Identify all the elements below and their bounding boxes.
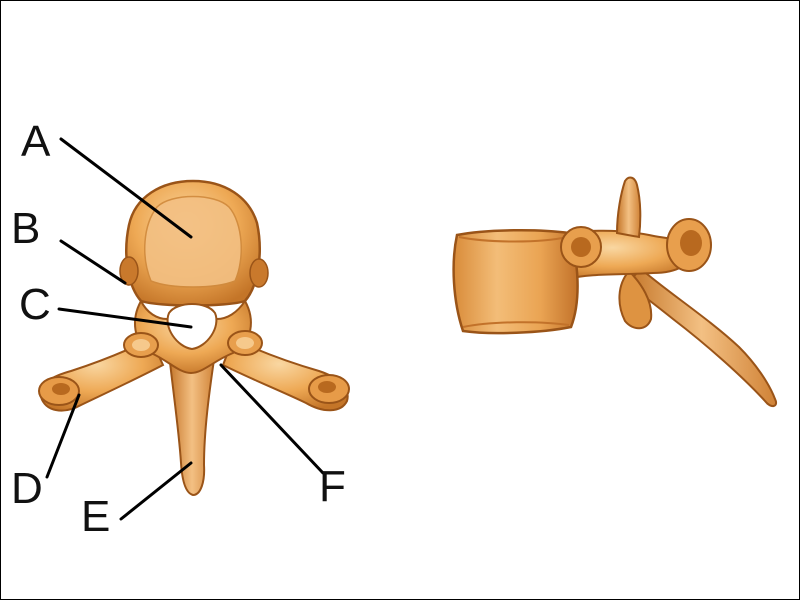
- label-e: E: [81, 492, 110, 541]
- left-costal-facet: [119, 256, 139, 286]
- label-b: B: [11, 204, 40, 253]
- label-f: F: [319, 462, 346, 511]
- lateral-body-bottom-rim: [462, 321, 570, 328]
- leader-line-b: [59, 239, 127, 285]
- lateral-costal-facet-pit: [571, 237, 591, 257]
- right-costal-facet: [249, 258, 269, 288]
- lateral-superior-articular-process: [615, 176, 642, 239]
- vertebra-lateral-view: [452, 176, 777, 407]
- lateral-inferior-articular: [618, 269, 653, 330]
- leader-lines: [45, 137, 325, 521]
- leader-line-a: [59, 137, 193, 239]
- lateral-body-top-rim: [458, 236, 568, 243]
- lateral-transverse-facet: [680, 230, 702, 256]
- leader-line-c: [57, 307, 193, 329]
- vertebra-superior-view: [38, 179, 350, 497]
- label-a: A: [21, 117, 51, 166]
- label-d: D: [11, 464, 43, 513]
- leader-line-d: [45, 393, 81, 479]
- right-articular-facet: [236, 337, 254, 349]
- left-transverse-facet: [52, 383, 70, 395]
- right-transverse-facet: [318, 381, 336, 393]
- spinous-process: [167, 352, 217, 497]
- vertebral-body-surface: [144, 195, 242, 288]
- label-c: C: [19, 280, 51, 329]
- left-articular-facet: [132, 339, 150, 351]
- labels: A B C D E F: [11, 117, 346, 541]
- lateral-spinous-process: [625, 267, 777, 407]
- lateral-vertebral-body: [452, 228, 579, 335]
- leader-line-f: [219, 363, 325, 475]
- leader-line-e: [119, 461, 193, 521]
